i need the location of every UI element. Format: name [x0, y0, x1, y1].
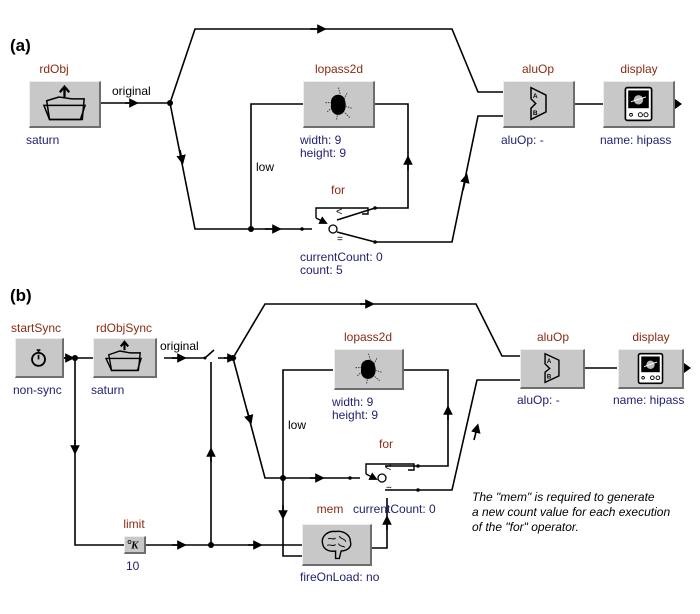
wire-label-low: low [256, 160, 275, 174]
node-title-limit: limit [123, 517, 145, 531]
wire-for-exit [336, 115, 503, 243]
node-param-lopass2d-width: width: 9 [300, 133, 342, 147]
node-param-for-currentcount: currentCount: 0 [300, 250, 383, 264]
alu-icon: A B [530, 86, 547, 121]
wire-low-mem [282, 478, 306, 557]
svg-text:K: K [130, 540, 139, 552]
node-aluop[interactable]: A B [503, 81, 575, 128]
node-param-rdobjsync: saturn [91, 383, 125, 397]
node-title-aluop: aluOp [536, 330, 570, 344]
node-title-startsync: startSync [10, 321, 62, 335]
monitor-icon [624, 86, 653, 122]
node-param-for-count: count: 5 [300, 263, 343, 277]
panel-a-junctions [167, 99, 682, 244]
for-lt-glyph: < [336, 206, 343, 218]
brain-icon [321, 530, 352, 560]
note-line: of the "for" operator. [472, 520, 579, 534]
monitor-icon [637, 352, 664, 385]
annotation-note: The "mem" is required to generate a new … [472, 490, 670, 535]
node-param-lopass2d-width: width: 9 [332, 395, 374, 409]
node-title-for: for [330, 183, 346, 197]
blur-filter-icon [325, 87, 352, 120]
svg-text:B: B [533, 110, 538, 117]
node-title-lopass2d: lopass2d [314, 62, 364, 76]
wire-for-exit [385, 379, 520, 491]
node-rdobj[interactable] [29, 81, 101, 128]
node-param-startsync: non-sync [13, 383, 62, 397]
panel-b-label: (b) [10, 286, 32, 305]
wire-label-original: original [160, 339, 199, 353]
node-param-lopass2d-height: height: 9 [332, 408, 379, 422]
svg-text:B: B [547, 375, 552, 381]
wire-mem-for [372, 498, 388, 549]
node-title-aluop: aluOp [521, 62, 555, 76]
panel-a-wires [101, 24, 603, 243]
node-param-mem: fireOnLoad: no [300, 570, 380, 584]
wire-for-loop [336, 103, 409, 221]
display-output-port [684, 363, 691, 373]
node-param-lopass2d-height: height: 9 [300, 146, 347, 160]
node-rdobjsync[interactable] [93, 338, 157, 378]
folder-open-icon [104, 340, 143, 372]
node-aluop[interactable]: A B [520, 349, 585, 389]
svg-text:A: A [533, 93, 538, 100]
node-param-for-currentcount: currentCount: 0 [353, 502, 436, 516]
blur-filter-icon [355, 353, 382, 384]
wire-label-low: low [288, 418, 307, 432]
node-param-display: name: hipass [613, 393, 685, 407]
node-param-display: name: hipass [600, 133, 672, 147]
folder-open-icon [42, 84, 87, 121]
panel-a-label: (a) [10, 36, 31, 55]
wire-start-limit [74, 358, 124, 546]
node-title-rdobj: rdObj [39, 62, 69, 76]
wire-bottom-branch [169, 102, 312, 230]
wire-low [250, 103, 303, 229]
node-param-aluop: aluOp: - [517, 393, 560, 407]
node-title-display: display [632, 330, 670, 344]
note-line: a new count value for each execution [472, 505, 671, 519]
panel-b-wires [62, 299, 617, 557]
node-lopass2d[interactable] [334, 349, 404, 390]
node-startsync[interactable] [15, 338, 64, 378]
for-eq-glyph: = [386, 484, 392, 495]
svg-text:A: A [547, 359, 552, 365]
stopwatch-icon [31, 349, 46, 367]
panel-b-junctions [72, 355, 691, 548]
node-title-mem: mem [316, 502, 344, 516]
node-param-rdobj: saturn [26, 133, 60, 147]
node-param-aluop: aluOp: - [501, 133, 544, 147]
note-line: The "mem" is required to generate [472, 490, 655, 504]
node-lopass2d[interactable] [303, 81, 375, 128]
node-mem[interactable] [302, 524, 372, 566]
wire-top-branch [232, 303, 520, 359]
node-title-display: display [620, 62, 658, 76]
node-param-limit: 10 [126, 559, 140, 573]
node-title-lopass2d: lopass2d [343, 330, 393, 344]
node-display[interactable] [603, 81, 675, 128]
constant-k-icon: K [127, 540, 139, 552]
wire-bottom-branch [232, 357, 360, 479]
wire-top-branch [169, 28, 503, 104]
wire-low [282, 369, 333, 478]
wire-for-loop [385, 369, 449, 467]
for-eq-glyph: = [337, 234, 343, 245]
node-title-rdobjsync: rdObjSync [95, 321, 153, 335]
wire-label-original: original [112, 84, 151, 98]
for-lt-glyph: < [385, 462, 392, 474]
display-output-port [675, 99, 682, 109]
node-limit[interactable]: K [124, 536, 146, 554]
node-title-for: for [378, 437, 394, 451]
alu-icon: A B [544, 352, 560, 384]
node-display[interactable] [618, 349, 684, 389]
